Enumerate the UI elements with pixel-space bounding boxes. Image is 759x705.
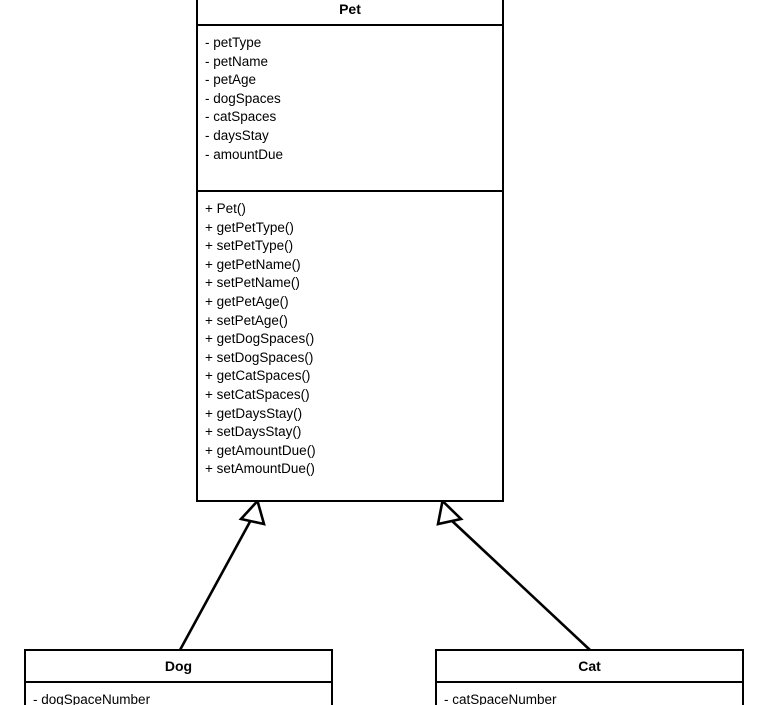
attribute-row: - petType	[205, 35, 262, 50]
method-row: + getCatSpaces()	[205, 368, 311, 384]
attribute-row: - catSpaceNumber	[444, 692, 557, 705]
attribute-row: - catSpaces	[205, 109, 277, 125]
method-row: + getDaysStay()	[205, 405, 303, 421]
attribute-row: - petName	[205, 53, 269, 69]
method-row: + setCatSpaces()	[205, 386, 310, 402]
attribute-row: - dogSpaceNumber	[33, 692, 151, 705]
class-name-pet: Pet	[198, 0, 502, 26]
method-row: + setPetName()	[205, 275, 300, 291]
hollow-triangle-arrowhead-icon	[436, 498, 464, 526]
class-name-dog: Dog	[26, 651, 331, 683]
attributes-compartment-pet: - petType - petName - petAge - dogSpaces…	[198, 26, 502, 192]
method-row: + setPetType()	[205, 238, 294, 254]
class-name-cat: Cat	[437, 651, 742, 683]
hollow-triangle-arrowhead-icon	[238, 498, 266, 526]
cat-generalization-connector	[436, 498, 591, 651]
method-row: + getDogSpaces()	[205, 331, 315, 347]
method-row: + setDogSpaces()	[205, 349, 314, 365]
attribute-row: - daysStay	[205, 127, 269, 143]
uml-class-dog[interactable]: Dog - dogSpaceNumber	[24, 649, 333, 705]
method-row: + getPetName()	[205, 256, 301, 272]
attributes-compartment-cat: - catSpaceNumber	[437, 683, 742, 705]
dog-generalization-connector	[178, 498, 266, 651]
attribute-row: - amountDue	[205, 146, 284, 162]
uml-class-cat[interactable]: Cat - catSpaceNumber	[435, 649, 744, 705]
method-row: + setAmountDue()	[205, 461, 315, 477]
method-row: + getPetAge()	[205, 293, 289, 309]
uml-class-pet[interactable]: Pet - petType - petName - petAge - dogSp…	[196, 0, 504, 502]
method-row: + setPetAge()	[205, 312, 288, 328]
methods-compartment-pet: + Pet() + getPetType() + setPetType() + …	[198, 192, 502, 500]
method-row: + getPetType()	[205, 219, 294, 235]
attribute-row: - dogSpaces	[205, 90, 281, 106]
method-row: + Pet()	[205, 201, 246, 216]
method-row: + setDaysStay()	[205, 424, 302, 440]
method-row: + getAmountDue()	[205, 442, 316, 458]
attribute-row: - petAge	[205, 72, 257, 88]
attributes-compartment-dog: - dogSpaceNumber	[26, 683, 331, 705]
